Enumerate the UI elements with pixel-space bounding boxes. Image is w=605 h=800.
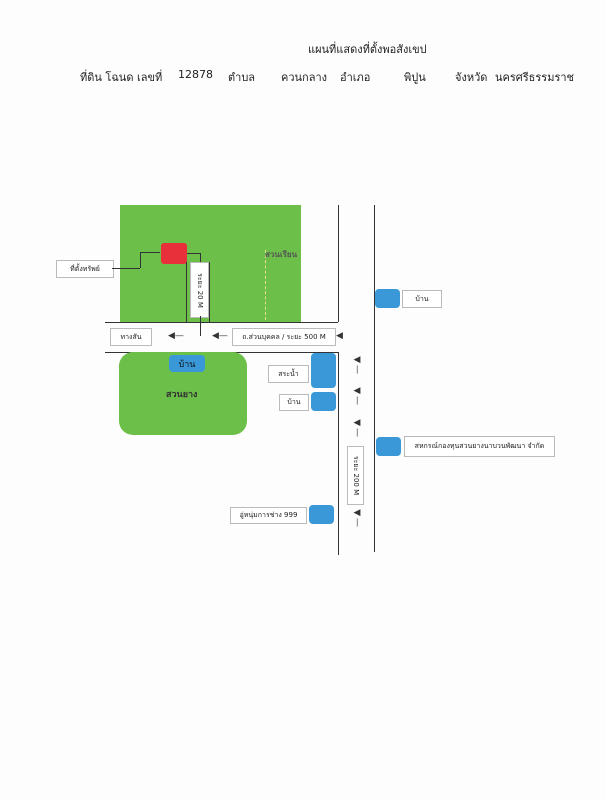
- pond-marker: [311, 353, 336, 388]
- deed-number: 12878: [178, 68, 213, 81]
- lane-line: [186, 262, 187, 322]
- province-label: จังหวัด: [455, 71, 488, 84]
- garage-marker: [309, 505, 334, 524]
- arrow-left-icon: ◀: [336, 331, 343, 341]
- plot-area: [120, 205, 301, 322]
- deed-label: ที่ดิน โฉนด เลขที่: [80, 71, 163, 84]
- arrow-left-icon: ◀—: [168, 331, 184, 341]
- road-edge: [374, 205, 375, 552]
- coop-marker: [376, 437, 401, 456]
- district: พิปูน: [404, 71, 426, 84]
- distance-20m-label: ระยะ 20 M: [190, 262, 209, 318]
- garage-label: อู่หนุ่มการช่าง 999: [230, 507, 307, 524]
- arrow-left-icon: ◀—: [212, 331, 228, 341]
- distance-20m-text: ระยะ 20 M: [196, 272, 204, 308]
- distance-200m-text: ระยะ 200 M: [352, 455, 361, 496]
- subdistrict-label: ตำบล: [228, 71, 256, 84]
- leader-line: [200, 316, 201, 336]
- leader-line: [112, 268, 140, 269]
- distance-200m-label: ระยะ 200 M: [347, 446, 364, 505]
- arrow-up-icon: ◀—: [352, 386, 362, 405]
- district-label: อำเภอ: [340, 71, 371, 84]
- pond-label: สระน้ำ: [268, 365, 309, 383]
- road-label: ถ.ส่วนบุคคล / ระยะ 500 M: [232, 328, 336, 346]
- direction-label: ทางสัน: [110, 328, 152, 346]
- leader-line: [140, 252, 141, 268]
- page-title: แผนที่แสดงที่ตั้งพอสังเขป: [308, 43, 427, 56]
- arrow-up-icon: ◀—: [352, 418, 362, 437]
- leader-line: [200, 253, 201, 263]
- arrow-up-icon: ◀—: [352, 355, 362, 374]
- house-top-marker: บ้าน: [169, 355, 205, 372]
- garden-label: สวนเรียน: [265, 250, 298, 259]
- rubber-label: สวนยาง: [166, 390, 198, 400]
- lane-line: [209, 262, 210, 322]
- road-edge: [105, 322, 338, 323]
- road-edge: [338, 205, 339, 322]
- house-right-label: บ้าน: [402, 290, 442, 308]
- property-label: ที่ตั้งทรัพย์: [56, 260, 114, 278]
- house-left-marker: [311, 392, 336, 411]
- subdistrict: ควนกลาง: [281, 71, 328, 84]
- road-edge: [338, 352, 339, 555]
- leader-line: [187, 253, 200, 254]
- leader-line: [140, 252, 160, 253]
- province: นครศรีธรรมราช: [495, 71, 575, 84]
- house-right-marker: [375, 289, 400, 308]
- plot-divider: [265, 250, 266, 320]
- coop-label: สหกรณ์กองทุนสวนยางนาบวนพัฒนา จำกัด: [404, 436, 555, 457]
- property-marker: [161, 243, 187, 264]
- house-left-label: บ้าน: [279, 394, 309, 411]
- arrow-up-icon: ◀—: [352, 508, 362, 527]
